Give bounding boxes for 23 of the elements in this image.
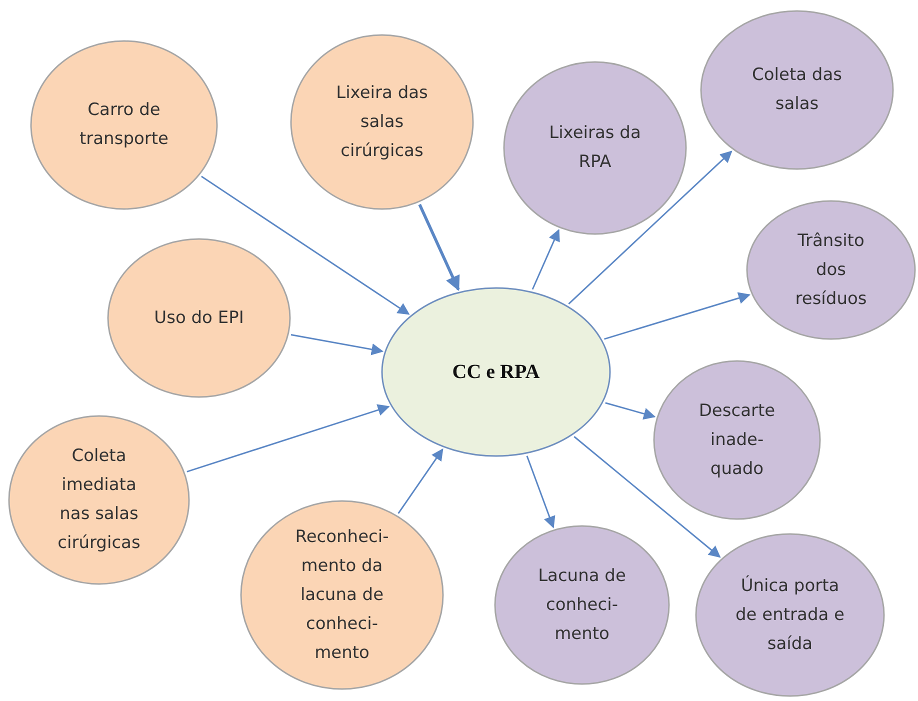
node-label: Coleta imediata nas salas cirúrgicas — [56, 445, 142, 555]
node-label: CC e RPA — [451, 360, 541, 384]
arrow — [186, 404, 390, 472]
node-label: Lacuna de conheci- mento — [537, 564, 627, 646]
node-label: Uso do EPI — [153, 306, 245, 330]
arrow — [604, 292, 750, 340]
node-label: Reconheci- mento da lacuna de conheci- mento — [294, 526, 390, 664]
arrow — [532, 229, 560, 290]
node-label: Lixeiras da RPA — [548, 122, 642, 174]
arrow — [568, 150, 732, 304]
arrow — [398, 448, 444, 514]
node-label: Lixeira das salas cirúrgicas — [335, 82, 429, 162]
node-label: Coleta das salas — [750, 64, 843, 116]
arrow — [201, 176, 410, 315]
arrow — [605, 402, 656, 420]
arrow — [290, 334, 384, 356]
node-label: Única porta de entrada e saída — [735, 574, 845, 656]
arrow — [418, 204, 460, 291]
arrow — [574, 436, 721, 558]
node-label: Trânsito dos resíduos — [794, 230, 868, 310]
node-label: Descarte inade- quado — [698, 400, 776, 480]
node-label: Carro de transporte — [78, 99, 170, 151]
arrow — [526, 456, 556, 528]
